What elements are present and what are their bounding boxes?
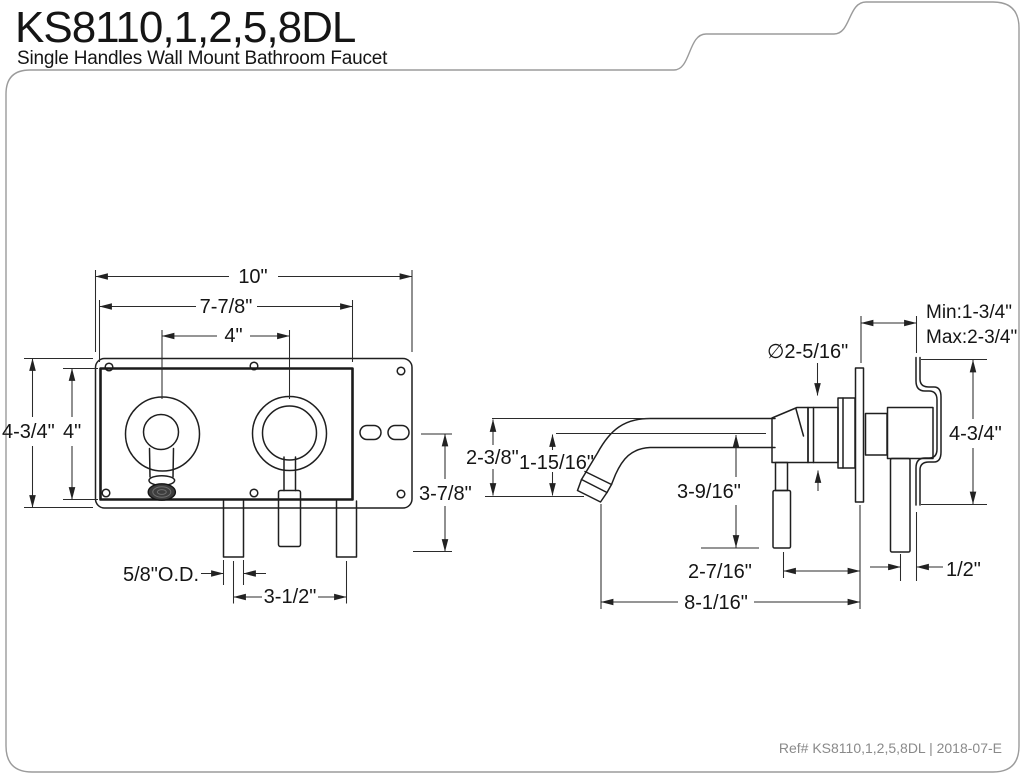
dim-max-depth: Max:2-3/4" [926, 327, 1017, 348]
dim-overall-width: 10" [238, 266, 267, 288]
spout-tube-front [148, 447, 175, 478]
dim-plate-height: 4" [63, 421, 81, 443]
wall-escutcheon [854, 367, 865, 503]
aerator-mesh-detail2 [156, 489, 167, 495]
dim-tube-od: 5/8"O.D. [123, 564, 199, 586]
dim-spout-drop: 2-3/8" [466, 447, 519, 469]
dim-overall-height: 4-3/4" [2, 421, 55, 443]
dim-handle-to-wall: 2-7/16" [688, 561, 752, 583]
aerator-band [580, 470, 613, 494]
reference-number: Ref# KS8110,1,2,5,8DL | 2018-07-E [779, 740, 1002, 756]
dim-handle-drop: 3-9/16" [677, 481, 741, 503]
dim-wall-clearance: 1/2" [946, 559, 981, 581]
mounting-plate [94, 357, 413, 509]
front-view-dimensions: 10" 7-7/8" 4" 4-3/4" 4" 3-7/8" [2, 266, 472, 608]
spout-hub [142, 413, 180, 451]
handle-stem-side [774, 461, 789, 492]
supply-tube-right [335, 500, 358, 558]
dim-hole-centers: 4" [224, 325, 242, 347]
header: KS8110,1,2,5,8DL Single Handles Wall Mou… [15, 3, 388, 69]
screw-holes [101, 361, 406, 499]
dim-plate-width: 7-7/8" [200, 296, 253, 318]
dim-outlet-drop: 3-7/8" [419, 483, 472, 505]
handle-lever-side [772, 489, 792, 549]
side-view-dimensions: 2-3/8" 1-15/16" ∅2-5/16" Min:1-3/4" Max:… [466, 302, 1017, 614]
aerator-mesh-detail [152, 486, 172, 498]
sheet-border [5, 1, 1020, 773]
valve-cylinder [807, 406, 839, 464]
dim-spout-underside-drop: 1-15/16" [519, 452, 594, 474]
wall-section-outer [915, 356, 938, 506]
handle-stem-front [283, 456, 297, 492]
escutcheon-plate [99, 367, 354, 501]
spout-base [771, 406, 809, 464]
aerator-mesh [147, 483, 177, 501]
spout-flange [124, 396, 201, 472]
spout-side [576, 417, 776, 503]
wall-section-inner [919, 356, 942, 506]
valve-stem-behind [864, 412, 888, 456]
handle-hub [261, 405, 318, 461]
drawing-subtitle: Single Handles Wall Mount Bathroom Fauce… [17, 48, 388, 69]
valve-lever-behind [889, 457, 911, 553]
dim-bracket-height: 4-3/4" [949, 423, 1002, 445]
supply-tube-left [222, 500, 245, 558]
slot-left [359, 424, 382, 441]
dim-min-depth: Min:1-3/4" [926, 302, 1012, 323]
flange-ring [837, 397, 856, 469]
dim-spout-reach: 8-1/16" [684, 592, 748, 614]
valve-body-behind [886, 406, 934, 460]
dim-flange-diameter: ∅2-5/16" [767, 341, 848, 363]
handle-lever-front [277, 489, 302, 548]
model-number: KS8110,1,2,5,8DL [15, 3, 356, 52]
front-view: 10" 7-7/8" 4" 4-3/4" 4" 3-7/8" [2, 266, 472, 608]
dim-tube-spacing: 3-1/2" [264, 586, 317, 608]
side-view: 2-3/8" 1-15/16" ∅2-5/16" Min:1-3/4" Max:… [466, 302, 1017, 614]
slot-right [387, 424, 410, 441]
